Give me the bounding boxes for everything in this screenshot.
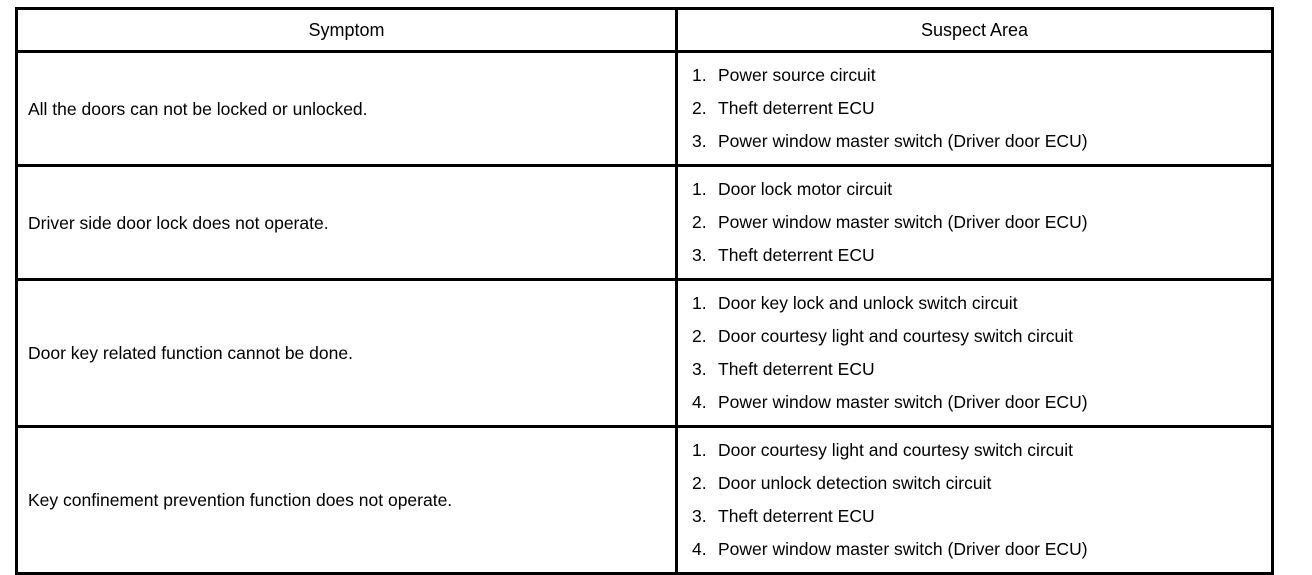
list-item-text: Theft deterrent ECU [718, 98, 875, 118]
list-item-number: 2. [692, 326, 707, 346]
list-item-text: Power window master switch (Driver door … [718, 212, 1088, 232]
list-item: 3. Theft deterrent ECU [692, 500, 1267, 533]
list-item-text: Power window master switch (Driver door … [718, 539, 1088, 559]
list-item-text: Door lock motor circuit [718, 179, 893, 199]
table: Symptom Suspect Area All the doors can n… [15, 7, 1274, 575]
list-item-number: 3. [692, 245, 707, 265]
list-item-number: 3. [692, 359, 707, 379]
list-item-number: 3. [692, 506, 707, 526]
table-row: Key confinement prevention function does… [15, 425, 1274, 575]
list-item: 3. Theft deterrent ECU [692, 353, 1267, 386]
list-item: 2. Theft deterrent ECU [692, 92, 1267, 125]
list-item-number: 2. [692, 98, 707, 118]
list-item-number: 1. [692, 65, 707, 85]
suspect-area-cell: 1. Power source circuit 2. Theft deterre… [675, 50, 1274, 167]
list-item-number: 1. [692, 440, 707, 460]
list-item-text: Door courtesy light and courtesy switch … [718, 326, 1073, 346]
table-row: Door key related function cannot be done… [15, 278, 1274, 428]
symptom-suspect-table: Symptom Suspect Area All the doors can n… [15, 7, 1274, 575]
list-item: 1. Door lock motor circuit [692, 173, 1267, 206]
column-header-symptom: Symptom [15, 7, 678, 53]
table-row: All the doors can not be locked or unloc… [15, 50, 1274, 167]
symptom-cell: Door key related function cannot be done… [15, 278, 678, 428]
list-item: 1. Power source circuit [692, 59, 1267, 92]
list-item-number: 3. [692, 131, 707, 151]
header-row: Symptom Suspect Area [15, 7, 1274, 53]
list-item-text: Power source circuit [718, 65, 876, 85]
suspect-area-cell: 1. Door lock motor circuit 2. Power wind… [675, 164, 1274, 281]
symptom-cell: Key confinement prevention function does… [15, 425, 678, 575]
list-item-number: 2. [692, 473, 707, 493]
symptom-cell: All the doors can not be locked or unloc… [15, 50, 678, 167]
list-item: 3. Theft deterrent ECU [692, 239, 1267, 272]
list-item-text: Theft deterrent ECU [718, 506, 875, 526]
list-item-text: Door unlock detection switch circuit [718, 473, 992, 493]
list-item-text: Door key lock and unlock switch circuit [718, 293, 1018, 313]
list-item-text: Theft deterrent ECU [718, 359, 875, 379]
list-item-text: Door courtesy light and courtesy switch … [718, 440, 1073, 460]
list-item-number: 2. [692, 212, 707, 232]
list-item: 1. Door courtesy light and courtesy swit… [692, 434, 1267, 467]
list-item-number: 4. [692, 539, 707, 559]
column-header-suspect-area: Suspect Area [675, 7, 1274, 53]
suspect-area-cell: 1. Door courtesy light and courtesy swit… [675, 425, 1274, 575]
list-item-number: 4. [692, 392, 707, 412]
list-item-text: Theft deterrent ECU [718, 245, 875, 265]
list-item: 2. Door courtesy light and courtesy swit… [692, 320, 1267, 353]
list-item: 3. Power window master switch (Driver do… [692, 125, 1267, 158]
list-item-text: Power window master switch (Driver door … [718, 131, 1088, 151]
suspect-area-cell: 1. Door key lock and unlock switch circu… [675, 278, 1274, 428]
list-item: 2. Door unlock detection switch circuit [692, 467, 1267, 500]
list-item-text: Power window master switch (Driver door … [718, 392, 1088, 412]
list-item: 2. Power window master switch (Driver do… [692, 206, 1267, 239]
list-item: 4. Power window master switch (Driver do… [692, 533, 1267, 566]
table-row: Driver side door lock does not operate. … [15, 164, 1274, 281]
list-item-number: 1. [692, 293, 707, 313]
symptom-cell: Driver side door lock does not operate. [15, 164, 678, 281]
list-item: 1. Door key lock and unlock switch circu… [692, 287, 1267, 320]
list-item: 4. Power window master switch (Driver do… [692, 386, 1267, 419]
list-item-number: 1. [692, 179, 707, 199]
